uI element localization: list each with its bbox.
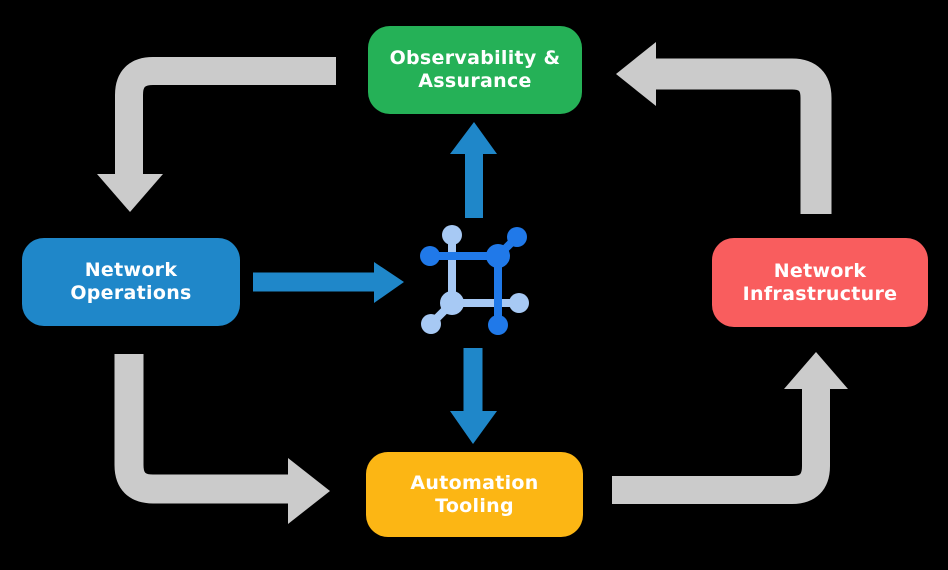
node-network-operations: Network Operations xyxy=(22,238,240,326)
arrow-head-down xyxy=(97,174,163,212)
arrow-head-down xyxy=(450,411,497,444)
flow-arrow-operations-to-center xyxy=(253,262,404,303)
cycle-arrow-observability-to-operations xyxy=(97,57,336,212)
icon-dark-dots xyxy=(420,227,527,335)
node-label-line: Assurance xyxy=(418,70,532,92)
node-label-line: Automation xyxy=(410,471,539,494)
arrow-head-up xyxy=(450,122,497,154)
node-network-infrastructure: Network Infrastructure xyxy=(712,238,928,327)
node-label-line: Observability & xyxy=(389,47,561,69)
arrow-head-left xyxy=(616,42,656,106)
icon-light-dots xyxy=(421,225,529,334)
cycle-arrow-infrastructure-to-observability xyxy=(616,42,832,214)
cycle-arrow-operations-to-automation xyxy=(114,354,330,524)
node-label-line: Network xyxy=(773,259,867,282)
node-observability-assurance: Observability & Assurance xyxy=(368,26,582,114)
arrow-shaft xyxy=(114,354,292,504)
cycle-arrow-automation-to-infrastructure xyxy=(612,352,848,504)
network-mesh-icon xyxy=(420,225,529,335)
flow-arrow-center-to-observability xyxy=(450,122,497,218)
arrow-head-right xyxy=(288,458,330,524)
node-automation-tooling: Automation Tooling xyxy=(366,452,583,537)
arrow-shaft xyxy=(612,389,830,504)
node-label-line: Tooling xyxy=(435,494,514,517)
flow-arrow-center-to-automation xyxy=(450,348,497,444)
node-label-line: Infrastructure xyxy=(742,282,898,305)
arrow-shaft xyxy=(115,57,336,176)
arrow-shaft xyxy=(656,58,832,214)
node-label-line: Operations xyxy=(70,282,192,304)
node-label-line: Network xyxy=(84,259,178,281)
arrow-head-up xyxy=(784,352,848,389)
arrow-head-right xyxy=(374,262,404,303)
